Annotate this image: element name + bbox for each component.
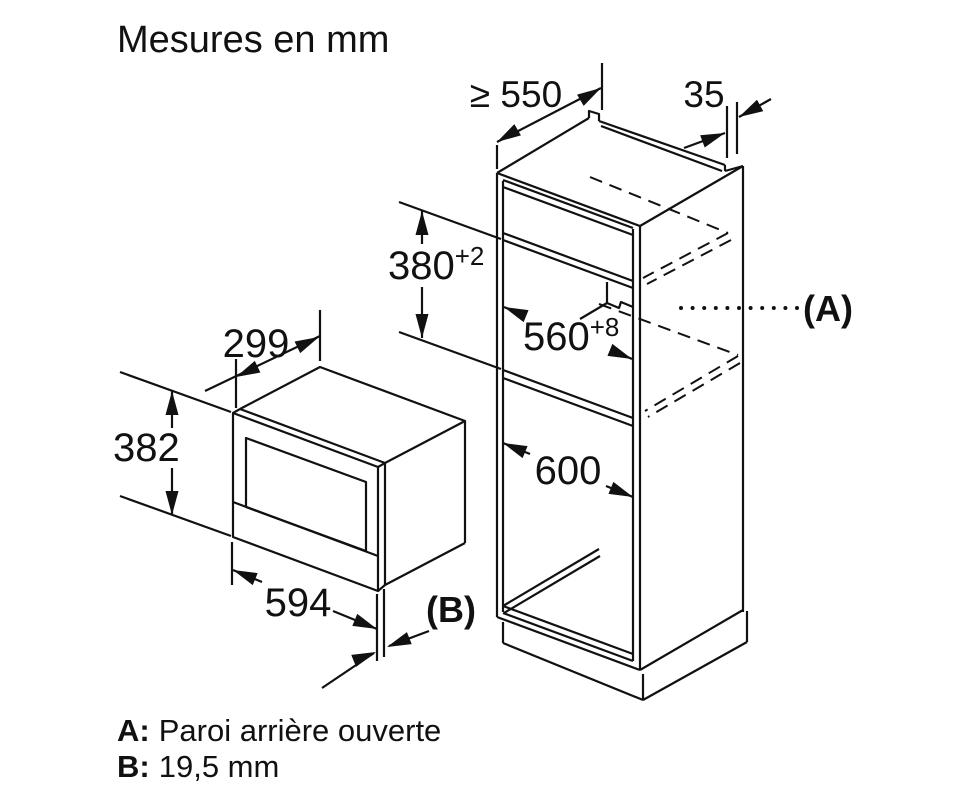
- legend-line-a: A:Paroi arrière ouverte: [117, 713, 441, 748]
- dim-mw-height: 382: [113, 426, 180, 470]
- dim-mw-width: 594: [265, 581, 332, 625]
- callout-a: (A): [803, 288, 853, 329]
- callout-b: (B): [426, 589, 476, 630]
- diagram-linework: [119, 63, 799, 702]
- dim-niche-width: 560+8: [523, 312, 619, 359]
- legend-line-b: B:19,5 mm: [117, 749, 279, 784]
- page-title: Mesures en mm: [117, 19, 389, 61]
- dim-depth-min: ≥ 550: [470, 74, 562, 115]
- dim-top-rail: 35: [683, 74, 724, 115]
- dim-lower-niche: 600: [535, 449, 602, 493]
- dim-mw-depth: 299: [223, 322, 290, 366]
- dim-niche-height: 380+2: [388, 241, 484, 288]
